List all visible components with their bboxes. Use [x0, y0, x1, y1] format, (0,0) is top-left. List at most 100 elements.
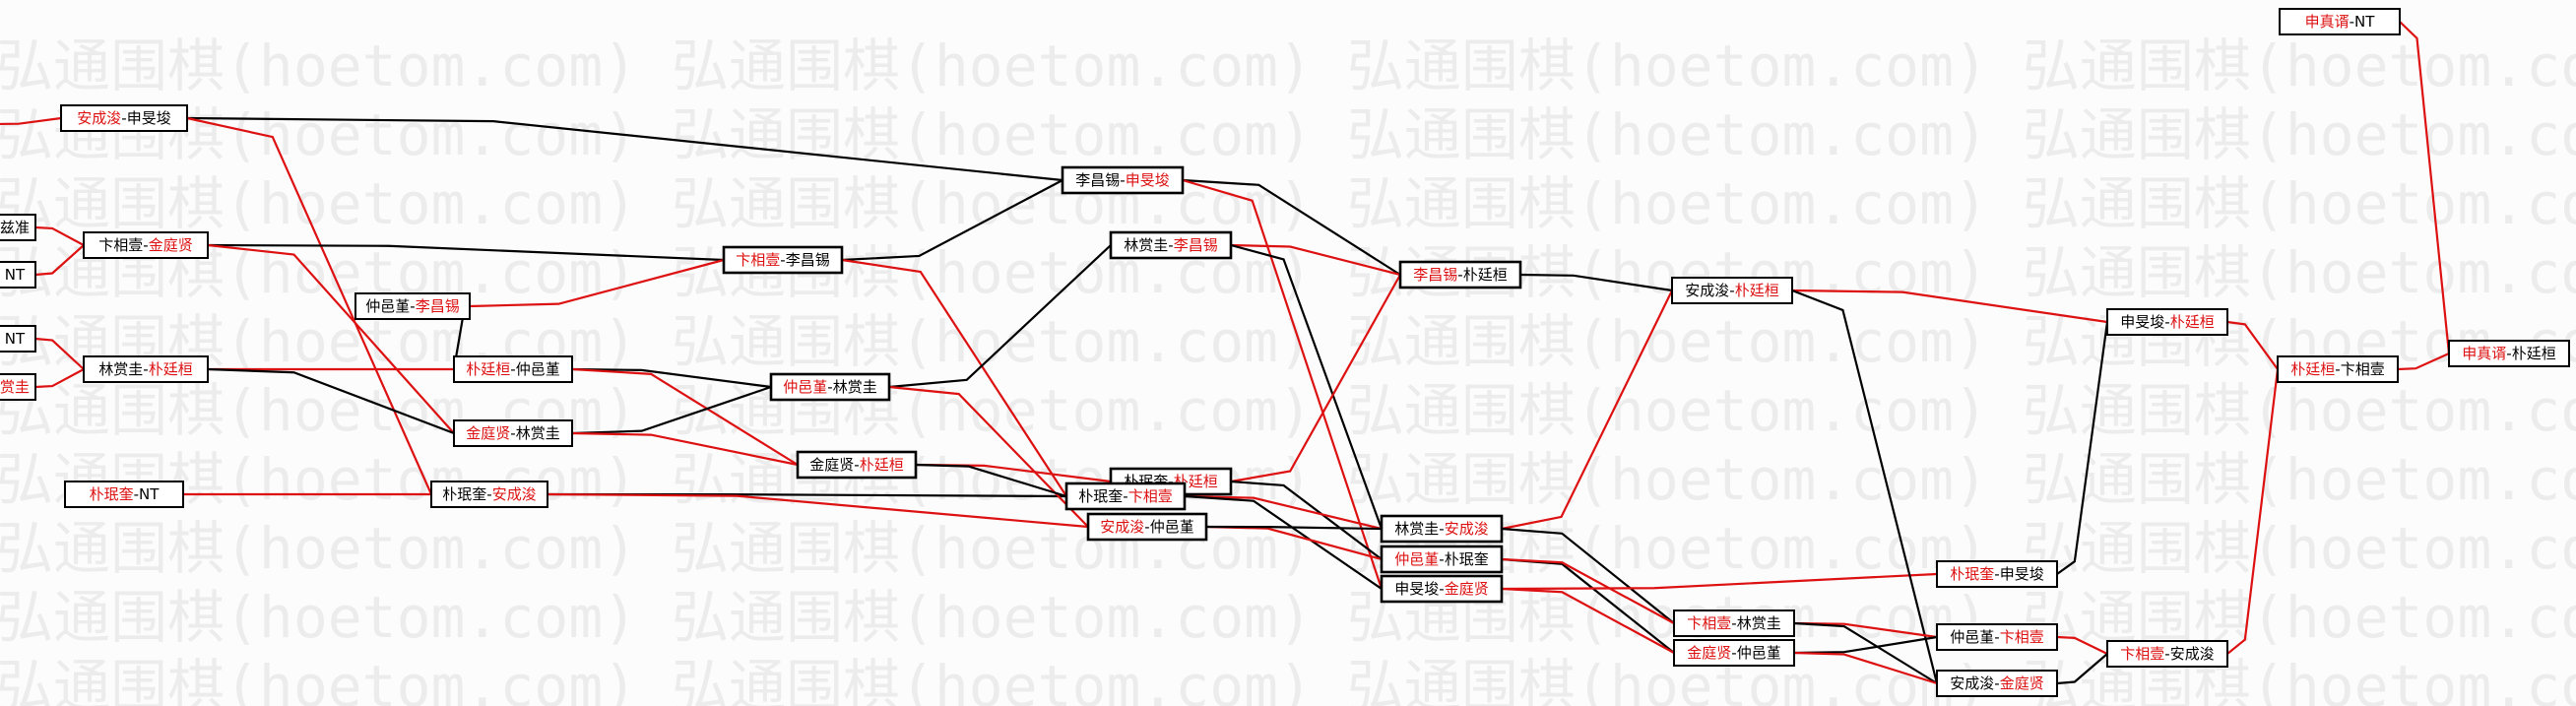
player-b-name: 李昌锡: [416, 297, 460, 315]
match-node[interactable]: 申真谞-NT: [2279, 8, 2401, 35]
match-node[interactable]: 金庭贤-林赏圭: [453, 419, 573, 447]
match-node[interactable]: 朴珉奎-NT: [64, 481, 184, 508]
player-b-name: 朴珉奎: [1445, 550, 1489, 568]
match-node[interactable]: 安成浚-朴廷桓: [1671, 277, 1793, 304]
match-node[interactable]: 朴珉奎-卞相壹: [1064, 481, 1187, 511]
match-node[interactable]: 林赏圭-安成浚: [1380, 514, 1504, 544]
edge-line: [571, 367, 772, 389]
match-node[interactable]: 仲邑堇-朴珉奎: [1380, 545, 1504, 574]
match-node[interactable]: 朴珉奎-安成浚: [430, 481, 548, 508]
match-box: [1109, 230, 1233, 260]
match-node[interactable]: 卞相壹-安成浚: [2106, 640, 2228, 668]
match-node[interactable]: 安成浚-金庭贤: [1936, 670, 2058, 697]
match-box: [1380, 514, 1504, 544]
match-label: 兹准: [0, 219, 30, 236]
edge-line: [207, 367, 455, 435]
edge-line: [1230, 243, 1384, 530]
match-label: 卞相壹-安成浚: [2120, 645, 2214, 663]
player-a-name: 申真谞: [2462, 345, 2506, 362]
player-b-name: 兹准: [0, 219, 30, 236]
player-a-name: 安成浚: [1685, 282, 1729, 299]
match-node[interactable]: 金庭贤-仲邑堇: [1673, 639, 1795, 667]
match-node[interactable]: 林赏圭-朴廷桓: [83, 355, 209, 383]
edge-line: [1230, 274, 1401, 483]
match-node[interactable]: 李昌锡-申旻埈: [1061, 165, 1185, 195]
match-label: 金庭贤-仲邑堇: [1687, 644, 1780, 662]
edge-line: [571, 385, 772, 435]
match-box: [1673, 610, 1795, 637]
player-a-name: 申真谞: [2305, 13, 2350, 31]
separator: -: [1168, 473, 1173, 490]
match-box: [0, 373, 36, 401]
player-a-name: 朴珉奎: [1950, 565, 1994, 583]
match-node[interactable]: 朴珉奎-申旻埈: [1936, 560, 2058, 588]
match-node[interactable]: 安成浚-申旻埈: [60, 104, 188, 132]
player-a-name: 朴珉奎: [90, 485, 134, 503]
player-a-name: 卞相壹: [2120, 645, 2164, 663]
match-node[interactable]: 仲邑堇-李昌锡: [354, 292, 471, 320]
match-node[interactable]: 林赏圭-李昌锡: [1109, 230, 1233, 260]
player-a-name: 申旻埈: [1394, 580, 1439, 598]
player-a-name: 林赏圭: [1394, 520, 1439, 538]
player-a-name: 金庭贤: [809, 456, 854, 474]
match-box: [2106, 308, 2228, 336]
edge-line: [1230, 480, 1383, 560]
player-b-name: 林赏圭: [1737, 614, 1781, 632]
match-node[interactable]: 安成浚-仲邑堇: [1086, 512, 1208, 542]
match-box: [2106, 640, 2228, 668]
edge-line: [1501, 289, 1673, 531]
match-box: [1398, 260, 1522, 289]
player-a-name: 仲邑堇: [1950, 628, 1994, 646]
match-label: NT: [5, 330, 26, 348]
player-b-name: 申旻埈: [2000, 565, 2044, 583]
edge-line: [0, 116, 62, 126]
match-node[interactable]: NT: [0, 261, 36, 289]
match-node[interactable]: NT: [0, 325, 36, 353]
match-node[interactable]: 申真谞-朴廷桓: [2448, 340, 2570, 367]
match-node[interactable]: 兹准: [0, 214, 36, 241]
edge-line: [469, 258, 725, 308]
edge-line: [571, 367, 799, 466]
match-box: [1064, 481, 1187, 511]
player-b-name: 安成浚: [1445, 520, 1489, 538]
match-node[interactable]: 李昌锡-朴廷桓: [1398, 260, 1522, 289]
separator: -: [121, 109, 126, 127]
match-node[interactable]: 朴廷桓-仲邑堇: [453, 355, 573, 383]
separator: -: [510, 360, 515, 378]
separator: -: [1120, 171, 1125, 189]
match-node[interactable]: 申旻埈-朴廷桓: [2106, 308, 2228, 336]
match-node[interactable]: 朴廷桓-卞相壹: [2277, 355, 2399, 383]
match-box: [722, 245, 844, 275]
match-box: [60, 104, 188, 132]
match-box: [0, 261, 36, 289]
match-node[interactable]: 卞相壹-金庭贤: [83, 231, 209, 259]
separator: -: [1144, 518, 1149, 536]
edge-line: [1182, 178, 1401, 276]
match-node[interactable]: 仲邑堇-卞相壹: [1936, 623, 2058, 651]
match-label: 朴廷桓-仲邑堇: [466, 360, 559, 378]
match-box: [0, 214, 36, 241]
edge-line: [1501, 527, 1675, 624]
match-node[interactable]: 卞相壹-林赏圭: [1673, 610, 1795, 637]
edge-line: [2226, 368, 2280, 655]
match-box: [796, 450, 918, 480]
match-box: [2448, 340, 2570, 367]
separator: -: [2164, 645, 2169, 663]
edge-line: [841, 258, 1067, 497]
edge-line: [888, 385, 1089, 528]
match-node[interactable]: 赏圭: [0, 373, 36, 401]
edge-line: [1791, 289, 2108, 324]
edge-line: [571, 431, 799, 467]
match-node[interactable]: 金庭贤-朴廷桓: [796, 450, 918, 480]
player-b-name: 李昌锡: [786, 251, 830, 269]
player-a-name: 林赏圭: [98, 360, 143, 378]
player-a-name: 仲邑堇: [1394, 550, 1439, 568]
match-label: 申真谞-朴廷桓: [2462, 345, 2555, 362]
match-box: [1671, 277, 1793, 304]
player-b-name: 卞相壹: [1128, 487, 1173, 505]
match-node[interactable]: 申旻埈-金庭贤: [1380, 574, 1504, 604]
edge-line: [915, 463, 1067, 498]
match-node[interactable]: 仲邑堇-林赏圭: [769, 372, 891, 402]
player-b-name: 金庭贤: [149, 236, 193, 254]
match-node[interactable]: 卞相壹-李昌锡: [722, 245, 844, 275]
